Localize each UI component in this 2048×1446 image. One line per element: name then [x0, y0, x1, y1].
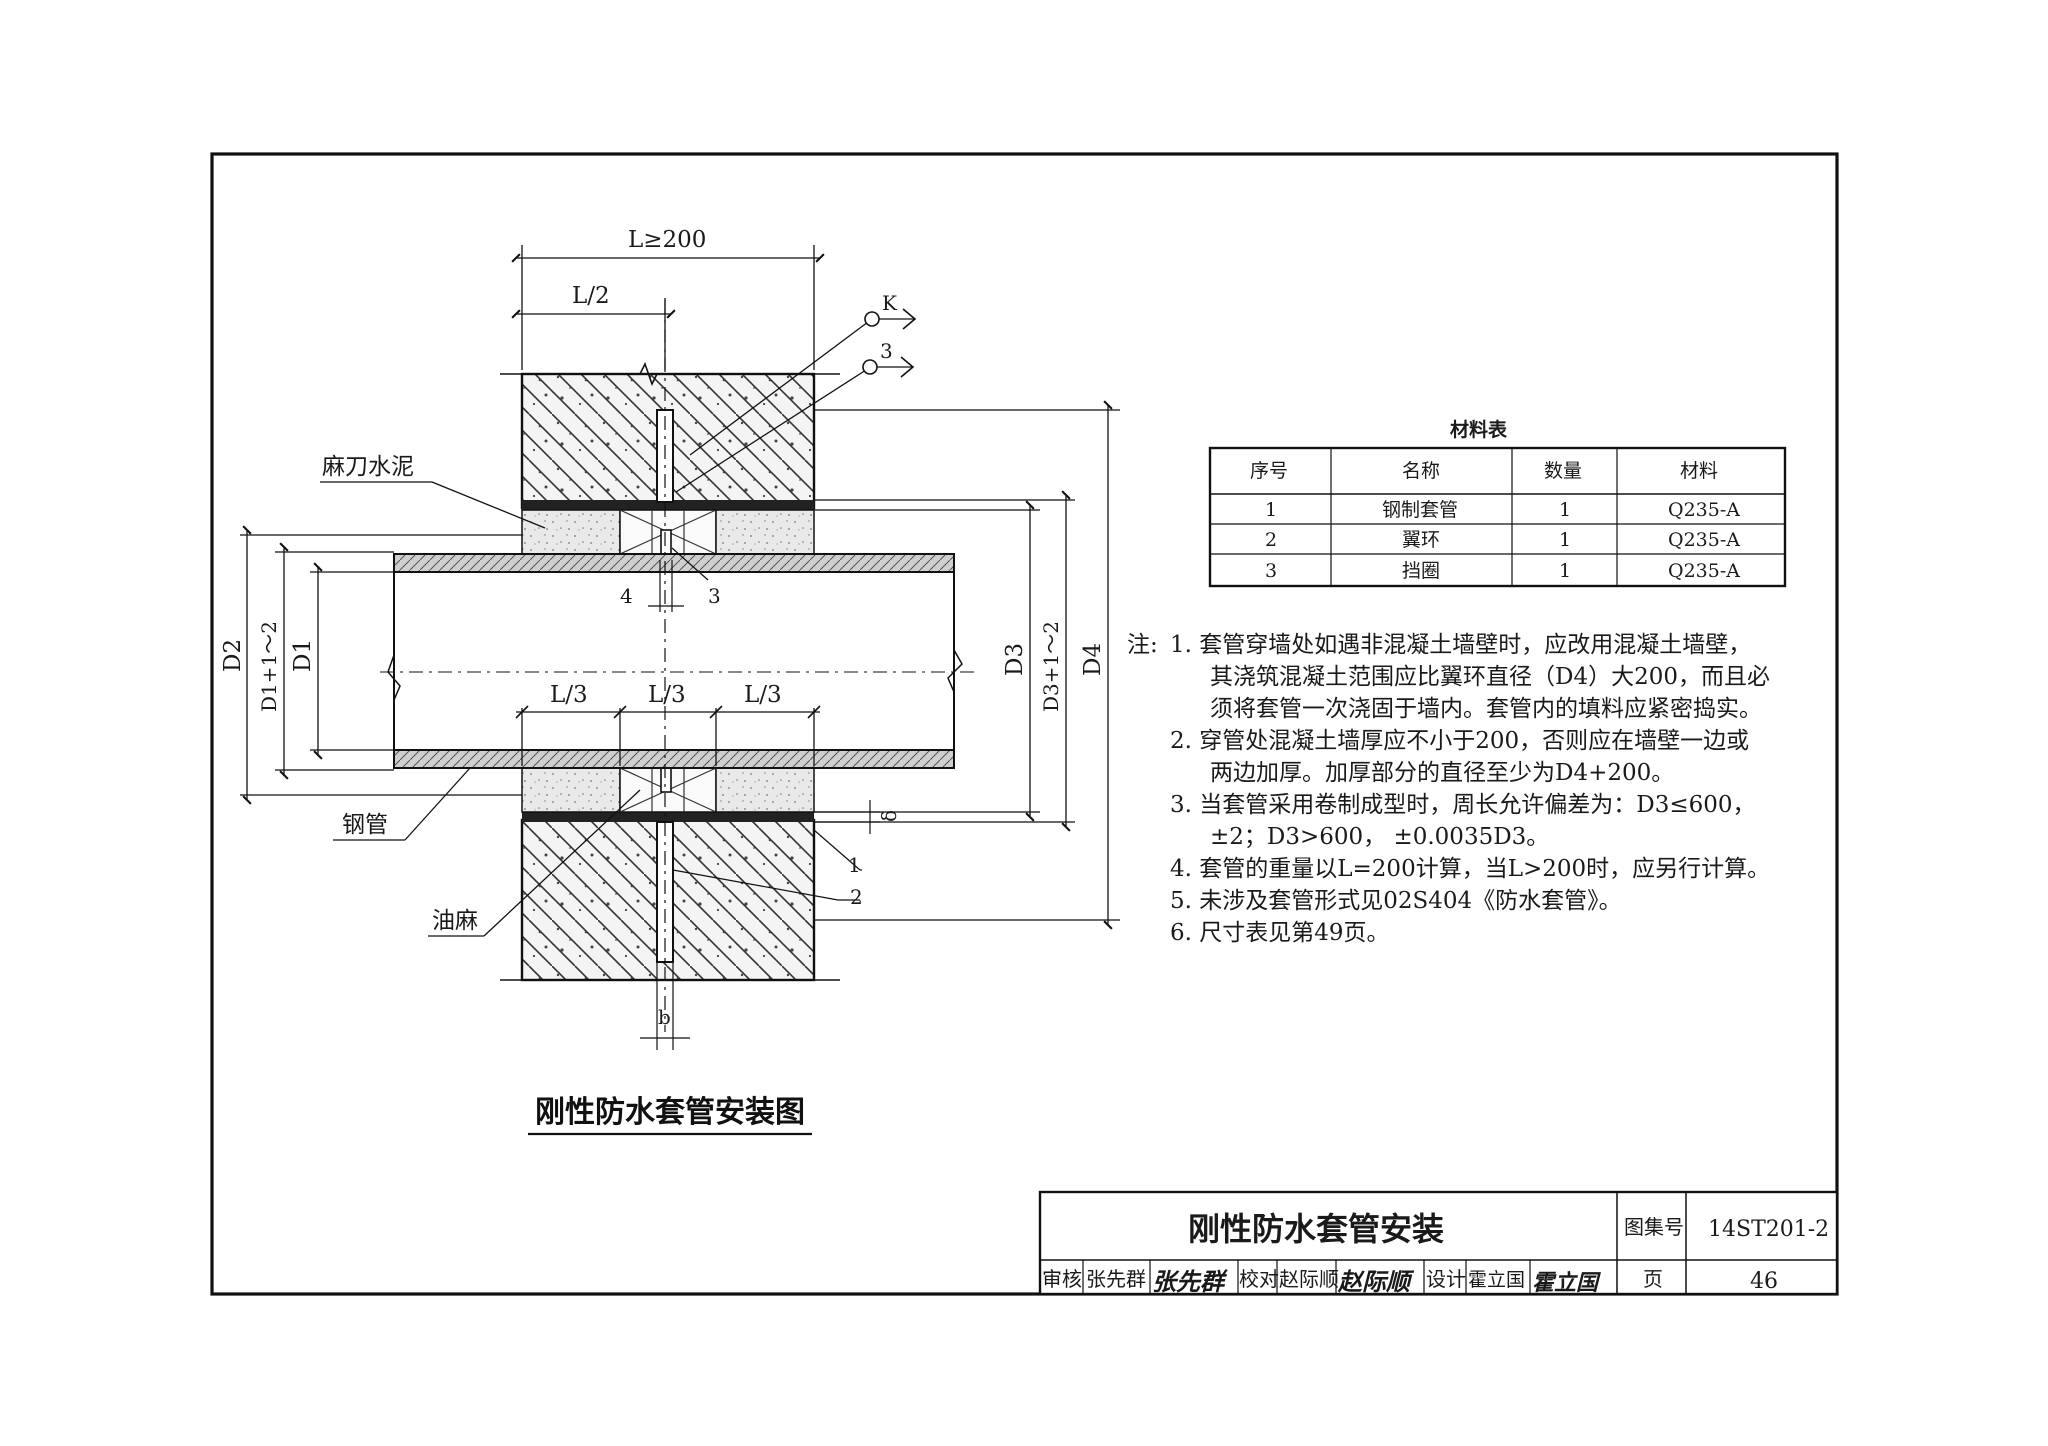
label-steel-pipe: 钢管 — [342, 812, 388, 838]
label-num-3: 3 — [708, 584, 721, 608]
checker-name: 赵际顺 — [1279, 1267, 1339, 1291]
review-label: 审核 — [1042, 1267, 1082, 1291]
callout-3: 3 — [880, 339, 893, 363]
drawing-caption: 刚性防水套管安装图 — [535, 1095, 805, 1130]
note-line: 须将套管一次浇固于墙内。套管内的填料应紧密捣实。 — [1210, 696, 1762, 722]
retaining-ring-top — [660, 529, 672, 555]
table-cell: 1 — [1559, 529, 1571, 551]
page-label: 页 — [1643, 1267, 1663, 1291]
label-delta: δ — [877, 810, 901, 822]
label-l-third-2: L/3 — [648, 682, 686, 708]
table-cell: 挡圈 — [1402, 560, 1440, 582]
label-madao-cement: 麻刀水泥 — [322, 454, 414, 480]
retaining-ring-bottom — [660, 767, 672, 793]
label-d1-plus: D1+1～2 — [257, 621, 281, 712]
notes-prefix: 注: — [1127, 632, 1158, 658]
note-line: 5. 未涉及套管形式见02S404《防水套管》。 — [1170, 888, 1622, 914]
label-l-third-1: L/3 — [550, 682, 588, 708]
steel-pipe-top — [393, 553, 955, 573]
label-d4: D4 — [1080, 643, 1106, 676]
note-line: 3. 当套管采用卷制成型时，周长允许偏差为：D3≤600， — [1170, 792, 1756, 818]
sheet-border — [210, 152, 1839, 1296]
materials-table-title: 材料表 — [1450, 418, 1508, 441]
mortar-fill-bottom-right — [715, 767, 815, 813]
atlas-number: 14ST201-2 — [1708, 1217, 1829, 1242]
table-cell: 钢制套管 — [1382, 499, 1458, 521]
reviewer-signature: 张先群 — [1152, 1267, 1228, 1296]
label-d3: D3 — [1002, 643, 1028, 676]
steel-pipe-bottom — [393, 749, 955, 769]
designer-signature: 霍立国 — [1532, 1270, 1601, 1296]
label-l-third-3: L/3 — [744, 682, 782, 708]
table-cell: 1 — [1559, 499, 1571, 521]
check-label: 校对 — [1239, 1267, 1279, 1291]
callout-k: K — [882, 291, 898, 315]
sleeve-wall-top — [522, 500, 814, 510]
table-cell: 1 — [1559, 560, 1571, 582]
table-cell: 2 — [1265, 529, 1277, 551]
mortar-fill-bottom-left — [521, 767, 621, 813]
table-cell: 3 — [1265, 560, 1277, 582]
page-number: 46 — [1750, 1269, 1778, 1294]
sleeve-section-drawing: L≥200 L/2 L/3 L/3 L/3 D2 D1+1～2 D1 — [220, 227, 1120, 1136]
checker-signature: 赵际顺 — [1337, 1267, 1415, 1296]
note-line: 其浇筑混凝土范围应比翼环直径（D4）大200，而且必 — [1210, 664, 1770, 690]
label-b: b — [658, 1005, 671, 1029]
label-num-2: 2 — [850, 885, 863, 909]
note-line: 1. 套管穿墙处如遇非混凝土墙壁时，应改用混凝土墙壁， — [1170, 632, 1751, 658]
label-l-half: L/2 — [572, 283, 610, 309]
table-header-index: 序号 — [1250, 460, 1288, 482]
note-line: 4. 套管的重量以L=200计算，当L>200时，应另行计算。 — [1170, 856, 1770, 882]
mortar-fill-top-left — [521, 509, 621, 555]
table-header-material: 材料 — [1680, 460, 1718, 482]
table-header-name: 名称 — [1402, 460, 1440, 482]
table-cell: Q235-A — [1668, 499, 1740, 521]
label-oil-hemp: 油麻 — [432, 908, 478, 934]
label-num-1: 1 — [848, 853, 861, 877]
label-num-4: 4 — [620, 584, 633, 608]
note-line: 2. 穿管处混凝土墙厚应不小于200，否则应在墙壁一边或 — [1170, 728, 1749, 754]
reviewer-name: 张先群 — [1086, 1267, 1146, 1291]
table-cell: 翼环 — [1402, 529, 1440, 551]
notes-block: 注: 1. 套管穿墙处如遇非混凝土墙壁时，应改用混凝土墙壁， 其浇筑混凝土范围应… — [1127, 632, 1770, 946]
table-cell: Q235-A — [1668, 560, 1740, 582]
table-cell: Q235-A — [1668, 529, 1740, 551]
title-block-title: 刚性防水套管安装 — [1188, 1210, 1444, 1248]
wall-break-top — [500, 361, 840, 387]
atlas-label: 图集号 — [1624, 1215, 1684, 1239]
design-label: 设计 — [1426, 1267, 1466, 1291]
table-header-qty: 数量 — [1544, 460, 1582, 482]
label-d1: D1 — [290, 639, 316, 672]
note-line: 6. 尺寸表见第49页。 — [1170, 920, 1390, 946]
mortar-fill-top-right — [715, 509, 815, 555]
table-cell: 1 — [1265, 499, 1277, 521]
label-l-total: L≥200 — [628, 227, 706, 253]
note-line: ±2；D3>600， ±0.0035D3。 — [1210, 824, 1549, 850]
label-d2: D2 — [220, 639, 246, 672]
title-block: 刚性防水套管安装 图集号 14ST201-2 审核 张先群 张先群 校对 赵际顺… — [1038, 1190, 1839, 1296]
materials-table: 材料表 序号 名称 数量 材料 1 钢制套管 1 Q235-A 2 翼环 1 Q… — [1208, 418, 1787, 588]
label-d3-plus: D3+1～2 — [1039, 621, 1063, 712]
note-line: 两边加厚。加厚部分的直径至少为D4+200。 — [1210, 760, 1674, 786]
sleeve-wall-bottom — [522, 812, 814, 822]
designer-name: 霍立国 — [1468, 1269, 1525, 1291]
